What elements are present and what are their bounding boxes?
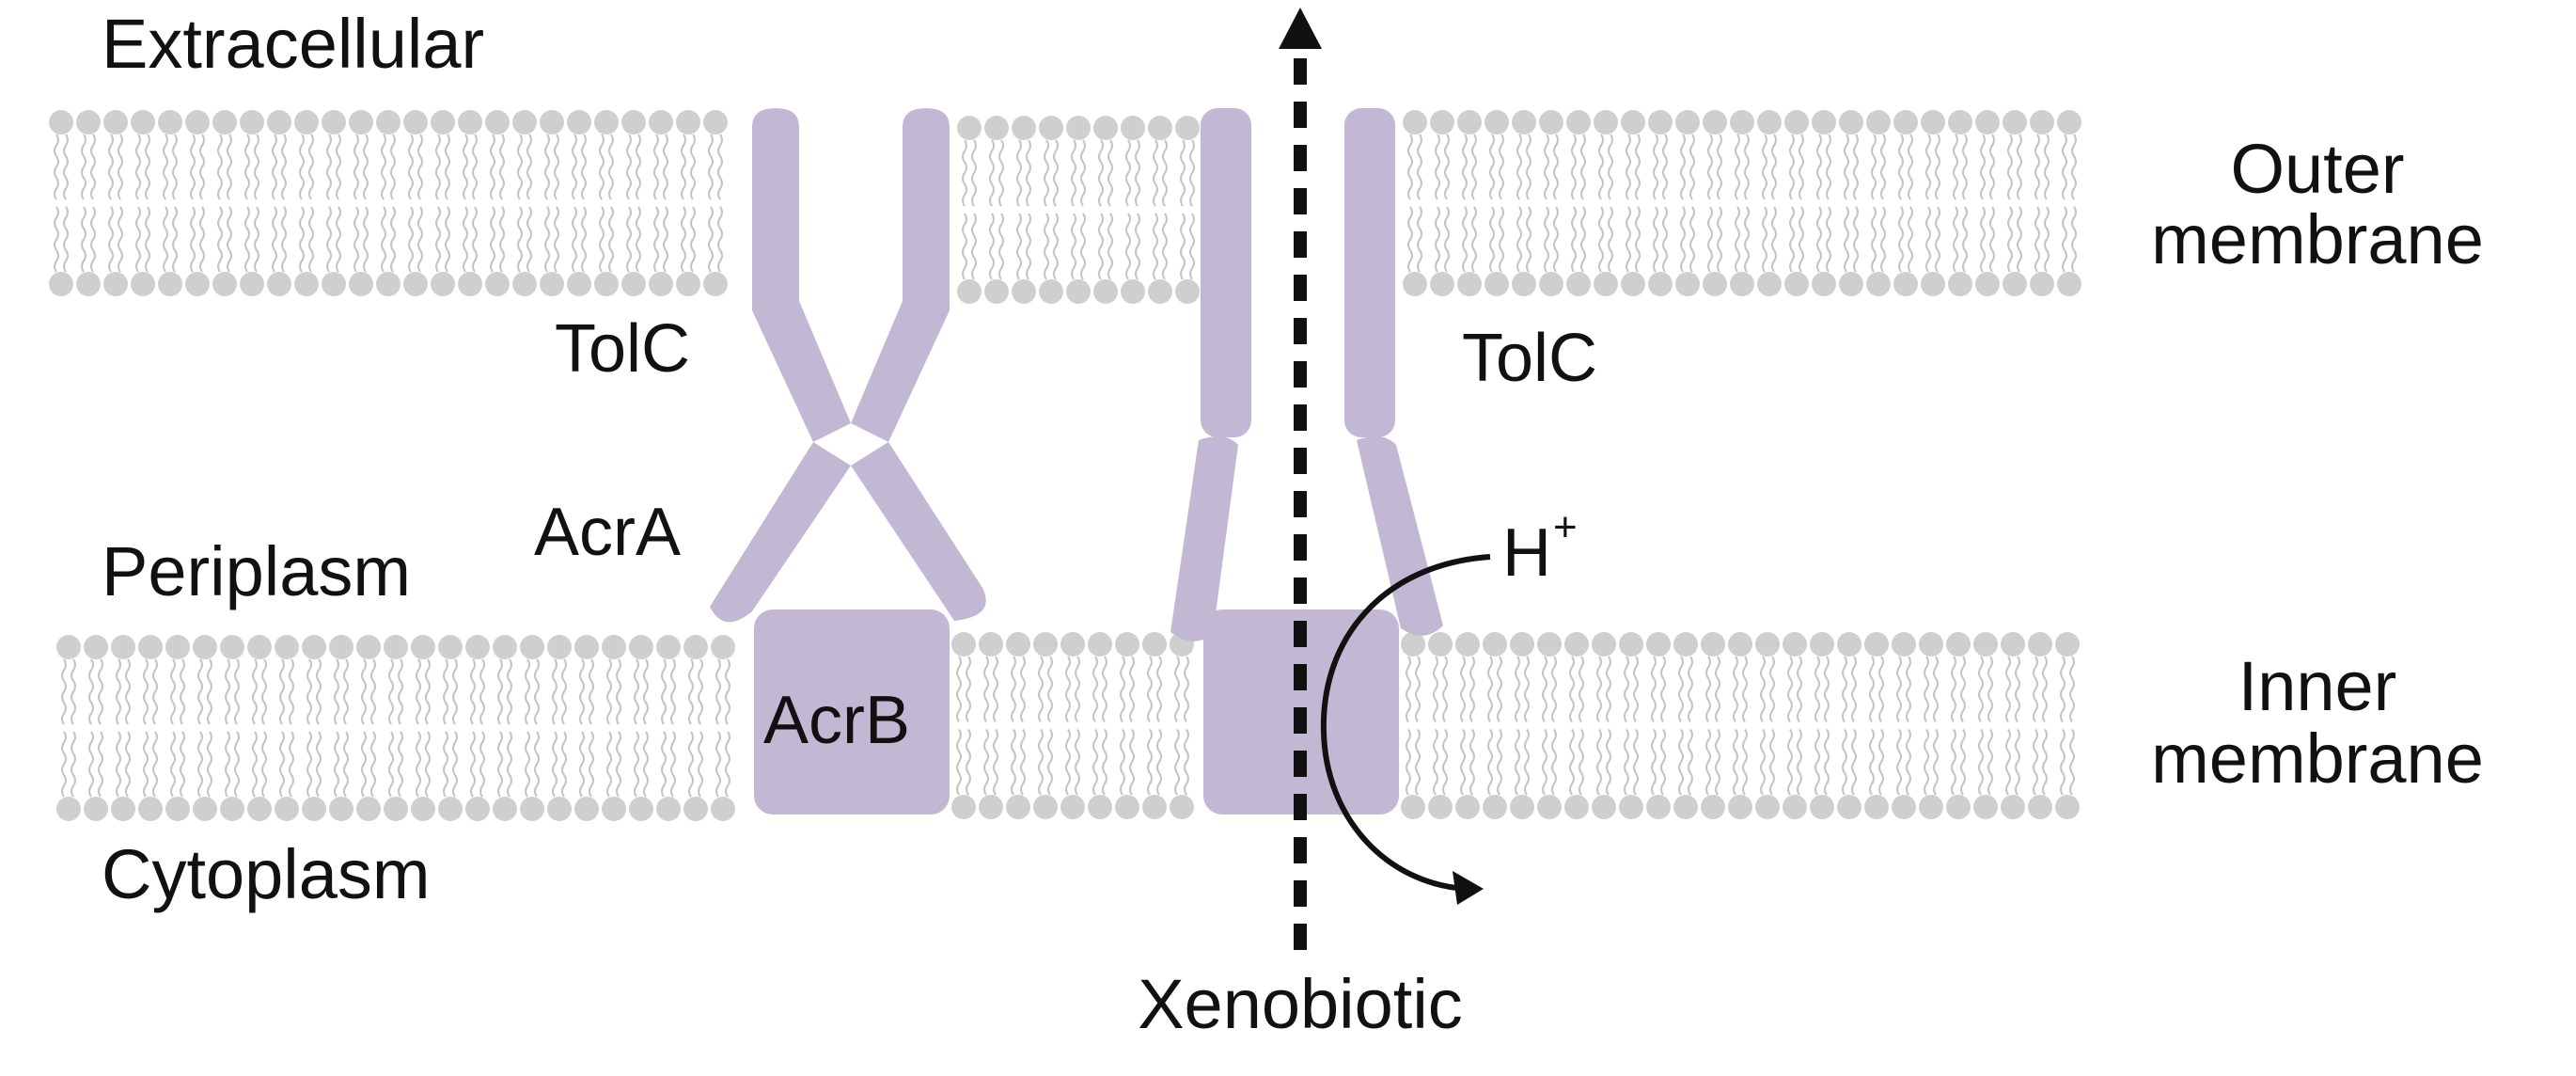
acra-left-leg [710,442,851,623]
label-tolc-left: TolC [555,311,690,387]
label-proton-charge: + [1553,504,1578,550]
label-inner-membrane-line1: Inner [2238,647,2397,725]
inner-membrane [56,632,2080,821]
left-efflux-complex [710,108,986,815]
tolc-right-left-column [1201,108,1251,437]
label-proton: H [1502,515,1551,591]
label-inner-membrane-line2: membrane [2151,720,2484,798]
acra-right-complex-left [1170,436,1238,641]
label-extracellular: Extracellular [102,5,484,83]
outer-membrane [49,110,2081,304]
proton-flow-arrow [1320,554,1491,892]
acra-right-complex-right [1357,436,1443,636]
label-acrb: AcrB [763,683,910,758]
label-tolc-right: TolC [1462,321,1597,396]
xenobiotic-arrowhead-icon [1279,8,1322,49]
tolc-left-barrel-right-arm [851,108,950,442]
label-xenobiotic: Xenobiotic [1138,965,1463,1043]
tolc-left-barrel-left-arm [752,108,851,442]
label-acra: AcrA [534,495,681,570]
acra-right-leg [851,442,986,621]
tolc-right-right-column [1344,108,1395,437]
label-outer-membrane-line1: Outer [2230,130,2404,208]
acrb-left-block [754,609,950,815]
proton-arrowhead-icon [1453,871,1484,905]
label-outer-membrane-line2: membrane [2151,200,2484,278]
label-cytoplasm: Cytoplasm [102,835,431,913]
label-periplasm: Periplasm [102,532,411,610]
